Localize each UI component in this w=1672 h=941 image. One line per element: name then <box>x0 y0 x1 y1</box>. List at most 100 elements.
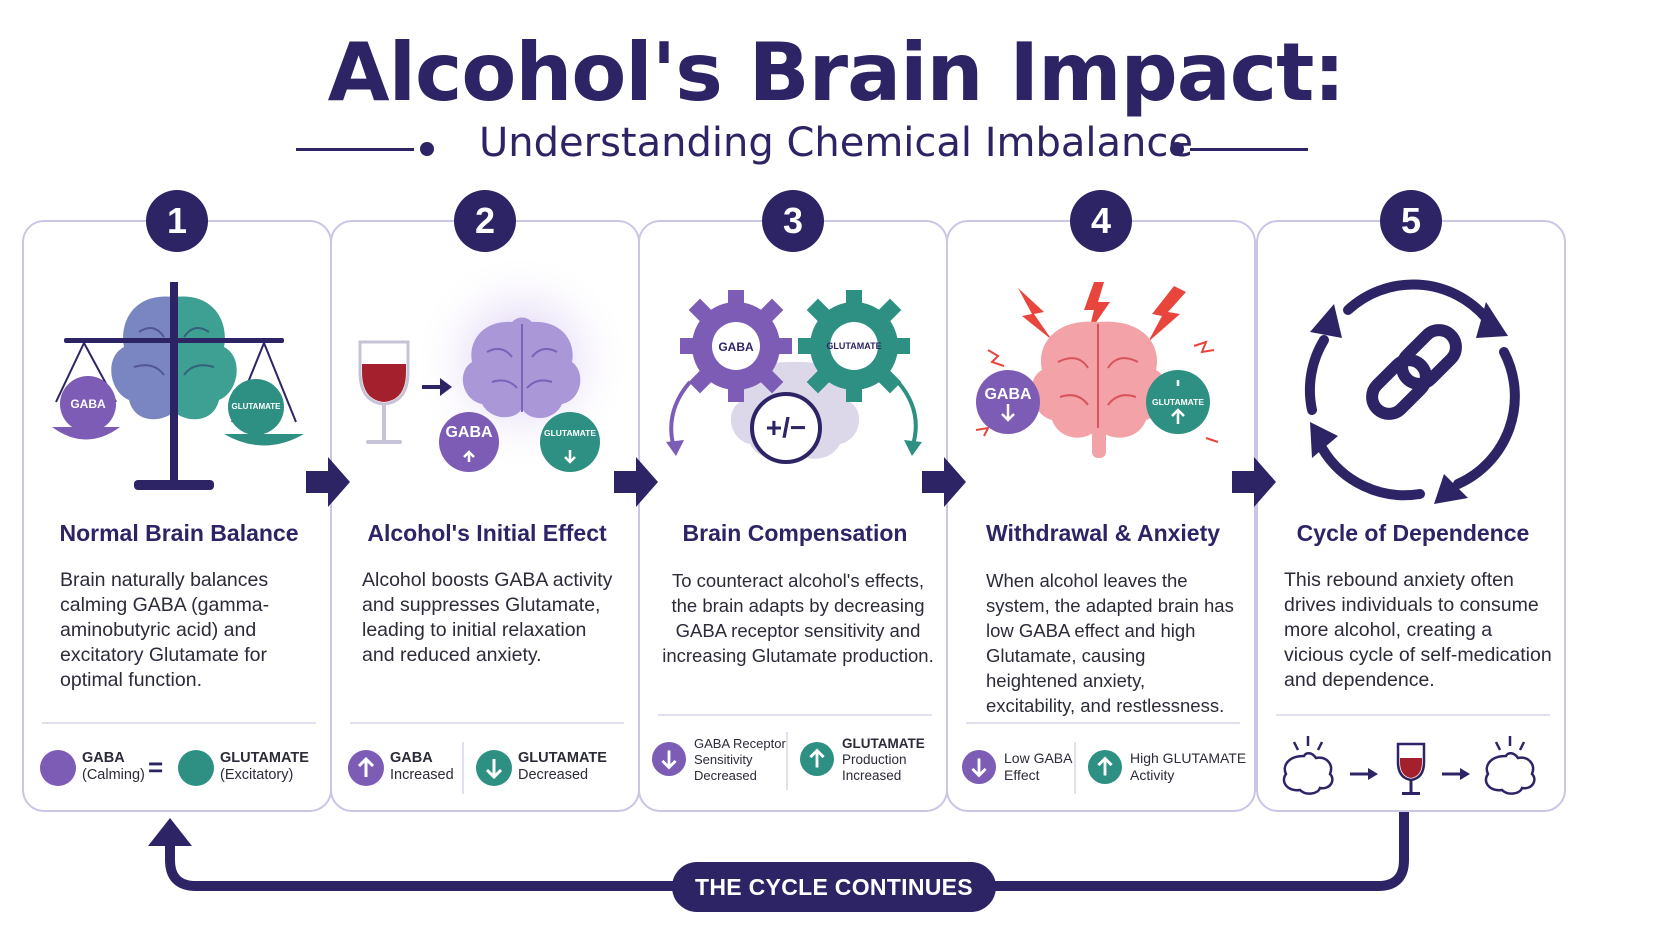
step-description: When alcohol leaves the system, the adap… <box>986 570 1234 716</box>
gaba-badge-label: GABA <box>445 424 493 441</box>
next-step-arrow-icon <box>306 457 350 507</box>
legend-glutamate: High GLUTAMATE <box>1130 750 1247 766</box>
cycle-arrows-icon <box>1304 279 1520 501</box>
divider <box>658 714 932 716</box>
step-number-4: 4 <box>1070 190 1132 252</box>
legend-glutamate-sub: Production <box>842 752 907 767</box>
step-card-1: GABA GLUTAMATE Normal Brain Balance Brai… <box>22 220 332 812</box>
glutamate-badge-icon <box>1146 370 1210 434</box>
step-description: Alcohol boosts GABA activity and suppres… <box>362 569 613 666</box>
arrow-up-icon <box>1088 750 1122 784</box>
gaba-badge-label: GABA <box>984 386 1032 403</box>
brain-compensation-illustration <box>666 290 922 464</box>
legend-glutamate: GLUTAMATE <box>842 736 925 751</box>
page-title: Alcohol's Brain Impact: <box>327 26 1346 119</box>
next-step-arrow-icon <box>614 457 658 507</box>
glutamate-pan-label: GLUTAMATE <box>231 402 281 411</box>
glutamate-badge-label: GLUTAMATE <box>543 428 597 438</box>
legend-separator <box>1074 742 1076 794</box>
alcohol-effect-illustration <box>358 252 632 472</box>
legend-glutamate-sub: (Excitatory) <box>220 767 294 783</box>
legend-gaba-sub2: Decreased <box>694 768 757 783</box>
arrow-down-icon <box>652 742 686 776</box>
stressed-brain-icon <box>1484 736 1536 795</box>
cycle-summary-icons <box>1282 736 1536 795</box>
glutamate-swatch-icon <box>178 750 214 786</box>
divider <box>42 722 316 724</box>
page-subtitle: Understanding Chemical Imbalance <box>479 120 1193 166</box>
legend-gaba: GABA <box>390 750 433 766</box>
step-card-3: GABA GLUTAMATE +/− Brain Compensation To… <box>638 220 948 812</box>
legend-gaba-sub: Effect <box>1004 767 1040 783</box>
plus-minus-icon <box>750 392 822 464</box>
legend-glutamate-sub: Decreased <box>518 767 589 783</box>
legend-glutamate: GLUTAMATE <box>220 750 309 766</box>
gaba-swatch-icon <box>40 750 76 786</box>
lightning-icon <box>1018 288 1052 340</box>
gaba-pan-label: GABA <box>70 397 106 411</box>
glutamate-badge-icon <box>540 412 600 472</box>
glutamate-badge-label: GLUTAMATE <box>1151 397 1205 407</box>
arrow-up-icon <box>800 742 834 776</box>
plus-minus-label: +/− <box>765 412 807 443</box>
divider <box>966 722 1240 724</box>
step-title: Normal Brain Balance <box>59 520 299 546</box>
legend-gaba-receptor: GABA Receptor <box>694 736 786 751</box>
step-number-1: 1 <box>146 190 208 252</box>
subtitle-left-rule <box>296 148 414 151</box>
chain-link-icon <box>1366 324 1462 420</box>
glutamate-pan-icon <box>228 379 284 435</box>
step-number-3: 3 <box>762 190 824 252</box>
legend-gaba: GABA <box>82 750 125 766</box>
arrow-down-icon <box>476 750 512 786</box>
wine-glass-icon <box>358 340 410 444</box>
step-card-4: GABA GLUTAMATE Withdrawal & Anxiety When… <box>946 220 1256 812</box>
step-title: Cycle of Dependence <box>1296 520 1530 546</box>
arrow-down-icon <box>962 750 996 784</box>
cycle-illustration <box>1304 279 1520 504</box>
step-title: Brain Compensation <box>682 520 908 546</box>
step-title: Alcohol's Initial Effect <box>367 520 607 546</box>
step-description: To counteract alcohol's effects, the bra… <box>662 570 934 666</box>
subtitle-right-rule <box>1190 148 1308 151</box>
step-number-5: 5 <box>1380 190 1442 252</box>
gaba-badge-icon <box>439 412 499 472</box>
subtitle-right-dot <box>1170 142 1184 156</box>
subtitle-row: Understanding Chemical Imbalance <box>0 120 1672 180</box>
gaba-pan-icon <box>60 376 116 432</box>
step-card-2: GABA GLUTAMATE Alcohol's Initial Effect … <box>330 220 640 812</box>
step-description: Brain naturally balances calming GABA (g… <box>60 569 270 691</box>
legend-separator <box>786 732 788 790</box>
arrow-up-icon <box>348 750 384 786</box>
curved-arrow-right-icon <box>896 380 918 449</box>
balance-scale-illustration <box>52 282 304 490</box>
lightning-icon <box>1084 282 1110 334</box>
glutamate-gear-label: GLUTAMATE <box>826 341 882 351</box>
divider <box>350 722 624 724</box>
curved-arrow-left-icon <box>669 380 692 449</box>
legend: GABA(Calming) = GLUTAMATE(Excitatory) <box>24 732 334 802</box>
next-step-arrow-icon <box>922 457 966 507</box>
gaba-gear-label: GABA <box>718 340 754 354</box>
step-description: This rebound anxiety often drives indivi… <box>1284 569 1552 691</box>
next-step-arrow-icon <box>1232 457 1276 507</box>
legend-gaba-sub: Increased <box>390 767 454 783</box>
equals-icon: = <box>148 752 164 782</box>
step-card-5: Cycle of Dependence This rebound anxiety… <box>1256 220 1566 812</box>
legend-glutamate-sub: Activity <box>1130 767 1175 783</box>
cycle-continues-label: THE CYCLE CONTINUES <box>672 862 996 912</box>
divider <box>1276 714 1550 716</box>
subtitle-left-dot <box>420 142 434 156</box>
lightning-icon <box>1148 286 1186 342</box>
wine-glass-icon <box>1396 742 1426 795</box>
stressed-brain-icon <box>1282 736 1334 795</box>
legend-gaba-sub: Sensitivity <box>694 752 753 767</box>
gaba-badge-icon <box>976 370 1040 434</box>
legend-separator <box>462 742 464 794</box>
legend-glutamate-sub2: Increased <box>842 768 902 783</box>
glutamate-gear-icon <box>798 290 910 402</box>
brain-icon <box>111 296 237 420</box>
